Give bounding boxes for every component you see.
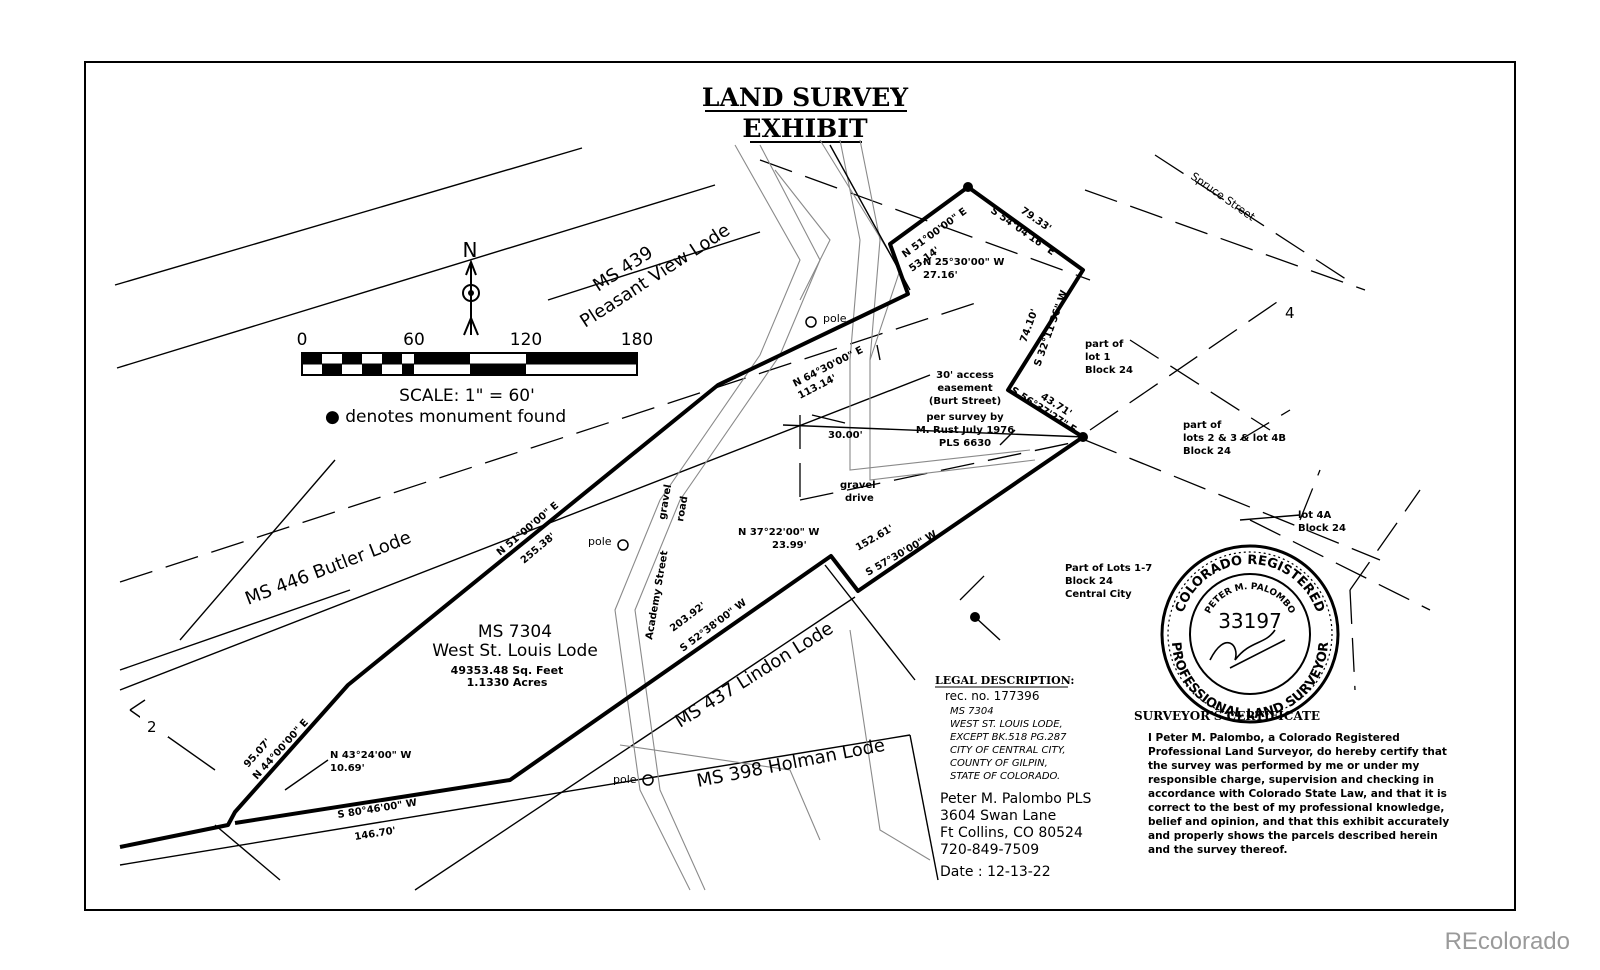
svg-text:30' access: 30' access	[936, 370, 994, 381]
svg-text:74.10': 74.10'	[1018, 308, 1040, 344]
svg-text:33197: 33197	[1218, 609, 1282, 633]
svg-text:23.99': 23.99'	[772, 540, 807, 551]
svg-text:180: 180	[621, 330, 653, 350]
gravel-drive-1: gravel	[840, 480, 876, 491]
lot-4-label: 4	[1285, 304, 1295, 322]
svg-text:PLS 6630: PLS 6630	[939, 438, 991, 449]
pole-symbols	[617, 316, 817, 786]
parcel-ms: MS 7304	[478, 622, 552, 642]
svg-text:N: N	[463, 238, 478, 262]
svg-text:responsible charge, supervisio: responsible charge, supervision and chec…	[1148, 774, 1434, 786]
svg-text:accordance with Colorado State: accordance with Colorado State Law, and …	[1148, 788, 1447, 800]
svg-text:10.69': 10.69'	[330, 763, 365, 774]
monument-lots	[970, 612, 980, 622]
pole-label-3: pole	[613, 773, 637, 786]
svg-text:S 32°11'56" W: S 32°11'56" W	[1032, 289, 1070, 368]
recolorado-watermark: REcolorado	[1444, 928, 1570, 955]
lot-2-label: 2	[147, 718, 157, 736]
svg-text:146.70': 146.70'	[354, 826, 397, 843]
lots-17-label-1: Part of Lots 1-7	[1065, 563, 1152, 574]
svg-text:N 37°22'00" W: N 37°22'00" W	[738, 527, 819, 538]
surveyor-phone: 720-849-7509	[940, 842, 1039, 858]
lode-lines	[114, 147, 986, 891]
monument-ne	[963, 182, 973, 192]
gravel-road-1: gravel	[657, 484, 674, 521]
legal-lines: MS 7304 WEST ST. LOUIS LODE, EXCEPT BK.5…	[950, 706, 1067, 782]
parcel-name: West St. Louis Lode	[432, 641, 598, 661]
legal-heading: LEGAL DESCRIPTION:	[935, 674, 1074, 687]
lot-1-label-1: part of	[1085, 339, 1124, 350]
gravel-drive-2: drive	[845, 493, 874, 504]
academy-street-label: Academy Street	[644, 550, 671, 641]
lot-4a-label-1: lot 4A	[1298, 510, 1332, 521]
lot-1-label-2: lot 1	[1085, 352, 1111, 363]
lots-17-label-2: Block 24	[1065, 576, 1113, 587]
scale-text: SCALE: 1" = 60'	[399, 386, 535, 406]
lot-lines	[759, 154, 1431, 691]
monument-se	[1078, 432, 1088, 442]
surveyor-seal-icon: COLORADO REGISTERED PROFESSIONAL LAND SU…	[1160, 544, 1340, 724]
surveyor-street: 3604 Swan Lane	[940, 808, 1056, 824]
svg-text:N 43°24'00" W: N 43°24'00" W	[330, 750, 411, 761]
svg-text:N 25°30'00" W: N 25°30'00" W	[923, 257, 1004, 268]
svg-text:easement: easement	[937, 383, 993, 394]
legal-rec: rec. no. 177396	[945, 689, 1039, 703]
north-arrow-icon: N	[462, 238, 480, 336]
svg-text:STATE OF COLORADO.: STATE OF COLORADO.	[950, 771, 1060, 782]
title-line-2: EXHIBIT	[742, 114, 868, 143]
gravel-road-2: road	[675, 495, 690, 522]
svg-text:I Peter M. Palombo, a Colorado: I Peter M. Palombo, a Colorado Registere…	[1148, 732, 1400, 744]
parcel-acres: 1.1330 Acres	[467, 676, 548, 689]
svg-text:(Burt Street): (Burt Street)	[929, 396, 1001, 407]
svg-text:0: 0	[297, 330, 308, 350]
title-line-1: LAND SURVEY	[702, 83, 909, 112]
svg-text:Professional Land Surveyor, do: Professional Land Surveyor, do hereby ce…	[1148, 746, 1447, 758]
svg-text:and properly shows the parcels: and properly shows the parcels described…	[1148, 830, 1438, 842]
lot-4a-label-2: Block 24	[1298, 523, 1346, 534]
svg-text:60: 60	[403, 330, 425, 350]
pole-label-2: pole	[588, 535, 612, 548]
surveyor-name: Peter M. Palombo PLS	[940, 791, 1091, 807]
pole-label-1: pole	[823, 312, 847, 325]
certificate-heading: SURVEYOR'S CERTIFICATE	[1134, 709, 1320, 723]
easement-note: 30' access easement (Burt Street) per su…	[916, 370, 1014, 449]
lots-23-label-1: part of	[1183, 420, 1222, 431]
lot-1-label-3: Block 24	[1085, 365, 1133, 376]
svg-text:120: 120	[510, 330, 542, 350]
lode-holman: MS 398 Holman Lode	[695, 735, 887, 792]
svg-text:EXCEPT BK.518 PG.287: EXCEPT BK.518 PG.287	[950, 732, 1067, 743]
monument-note: ● denotes monument found	[325, 407, 566, 427]
svg-text:S 52°38'00" W: S 52°38'00" W	[678, 597, 749, 654]
easement-lines	[782, 144, 1086, 446]
svg-text:M. Rust July 1976: M. Rust July 1976	[916, 425, 1014, 436]
svg-text:COUNTY OF GILPIN,: COUNTY OF GILPIN,	[950, 758, 1048, 769]
drawing-frame	[84, 61, 1516, 911]
certificate-text: I Peter M. Palombo, a Colorado Registere…	[1148, 732, 1449, 856]
svg-text:WEST ST. LOUIS LODE,: WEST ST. LOUIS LODE,	[950, 719, 1063, 730]
lots-23-label-3: Block 24	[1183, 446, 1231, 457]
lots-17-label-3: Central City	[1065, 589, 1132, 600]
svg-text:MS 7304: MS 7304	[950, 706, 994, 717]
svg-text:CITY OF CENTRAL CITY,: CITY OF CENTRAL CITY,	[950, 745, 1066, 756]
svg-text:152.61': 152.61'	[854, 523, 896, 553]
lot-2-box	[140, 715, 168, 737]
scale-bar: 0 60 120 180	[297, 330, 653, 376]
svg-text:belief and opinion, and that t: belief and opinion, and that this exhibi…	[1148, 816, 1449, 828]
parcel-sqft: 49353.48 Sq. Feet	[451, 664, 564, 677]
svg-text:correct to the best of my prof: correct to the best of my professional k…	[1148, 802, 1444, 814]
easement-width: 30.00'	[828, 430, 863, 441]
survey-date: Date : 12-13-22	[940, 864, 1051, 880]
spruce-street-label: Spruce Street	[1188, 170, 1258, 224]
svg-text:and the survey thereof.: and the survey thereof.	[1148, 844, 1287, 856]
road-lines	[614, 139, 1036, 891]
svg-text:the survey was performed by me: the survey was performed by me or under …	[1148, 760, 1419, 772]
svg-text:per survey by: per survey by	[926, 412, 1004, 423]
lots-23-label-2: lots 2 & 3 & lot 4B	[1183, 433, 1286, 444]
svg-text:27.16': 27.16'	[923, 270, 958, 281]
surveyor-city: Ft Collins, CO 80524	[940, 825, 1083, 841]
